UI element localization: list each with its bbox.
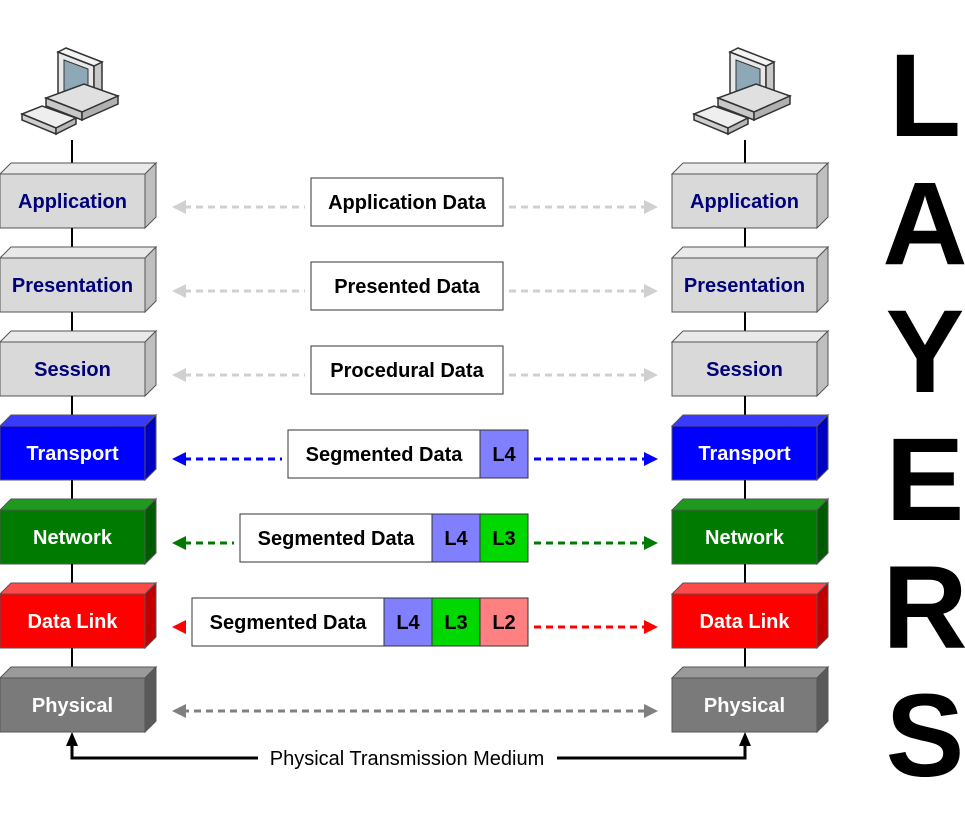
layer-box-network: Network [0, 497, 158, 566]
peer-arrow [172, 704, 658, 718]
layer-label: Physical [32, 695, 113, 717]
layer-box-transport: Transport [0, 413, 158, 482]
pdu: Procedural Data [310, 345, 504, 395]
pdu: Segmented Data L4 [287, 429, 529, 479]
pdu-header-l4: L4 [431, 513, 481, 563]
layers-title: L A Y E R S [882, 30, 965, 802]
layer-box-session: Session [0, 329, 158, 398]
layer-box-presentation: Presentation [670, 245, 830, 314]
title-letter: S [886, 670, 965, 802]
pdu-header-label: L4 [492, 444, 516, 466]
title-letter: E [886, 414, 965, 546]
pdu-header-label: L2 [492, 612, 515, 634]
layer-box-application: Application [670, 161, 830, 230]
layer-label: Transport [26, 443, 119, 465]
layer-box-application: Application [0, 161, 158, 230]
layer-label: Network [33, 527, 113, 549]
pdu-header-l4: L4 [479, 429, 529, 479]
layer-label: Application [18, 191, 127, 213]
computer-icon [20, 47, 121, 136]
pdu-header-label: L3 [492, 528, 515, 550]
pdu-header-l4: L4 [383, 597, 433, 647]
layer-label: Session [34, 359, 111, 381]
layer-box-network: Network [670, 497, 830, 566]
pdu-header-l3: L3 [479, 513, 529, 563]
pdu: Segmented Data L4 L3 L2 [191, 597, 529, 647]
peer-arrow [172, 536, 658, 550]
layer-box-physical: Physical [0, 665, 158, 734]
layer-label: Physical [704, 695, 785, 717]
computer-icon [692, 47, 793, 136]
layer-label: Presentation [684, 275, 805, 297]
peer-arrow [172, 620, 658, 634]
pdu: Presented Data [310, 261, 504, 311]
title-letter: R [882, 542, 965, 674]
title-letter: L [889, 30, 961, 162]
layer-label: Transport [698, 443, 791, 465]
pdu-label: Segmented Data [210, 612, 368, 634]
peer-arrow [172, 368, 658, 382]
pdu-header-l2: L2 [479, 597, 529, 647]
title-letter: A [882, 158, 965, 290]
pdu-header-label: L3 [444, 612, 467, 634]
layer-box-data-link: Data Link [0, 581, 158, 650]
physical-medium: Physical Transmission Medium [66, 732, 751, 770]
layer-label: Data Link [27, 611, 118, 633]
peer-arrow [172, 284, 658, 298]
layer-box-transport: Transport [670, 413, 830, 482]
peer-arrow [172, 452, 658, 466]
pdu-label: Procedural Data [330, 360, 484, 382]
physical-medium-label: Physical Transmission Medium [270, 748, 545, 770]
pdu-label: Presented Data [334, 276, 480, 298]
layer-box-physical: Physical [670, 665, 830, 734]
pdu-label: Segmented Data [306, 444, 464, 466]
pdu-header-label: L4 [444, 528, 468, 550]
layer-label: Presentation [12, 275, 133, 297]
layer-box-presentation: Presentation [0, 245, 158, 314]
layer-label: Network [705, 527, 785, 549]
layer-label: Data Link [699, 611, 790, 633]
pdu: Application Data [310, 177, 504, 227]
pdu-label: Segmented Data [258, 528, 416, 550]
layer-box-session: Session [670, 329, 830, 398]
pdu-header-l3: L3 [431, 597, 481, 647]
pdu-header-label: L4 [396, 612, 420, 634]
layer-box-data-link: Data Link [670, 581, 830, 650]
layer-label: Application [690, 191, 799, 213]
pdu: Segmented Data L4 L3 [239, 513, 529, 563]
pdu-label: Application Data [328, 192, 487, 214]
title-letter: Y [886, 286, 965, 418]
layer-label: Session [706, 359, 783, 381]
peer-arrow [172, 200, 658, 214]
